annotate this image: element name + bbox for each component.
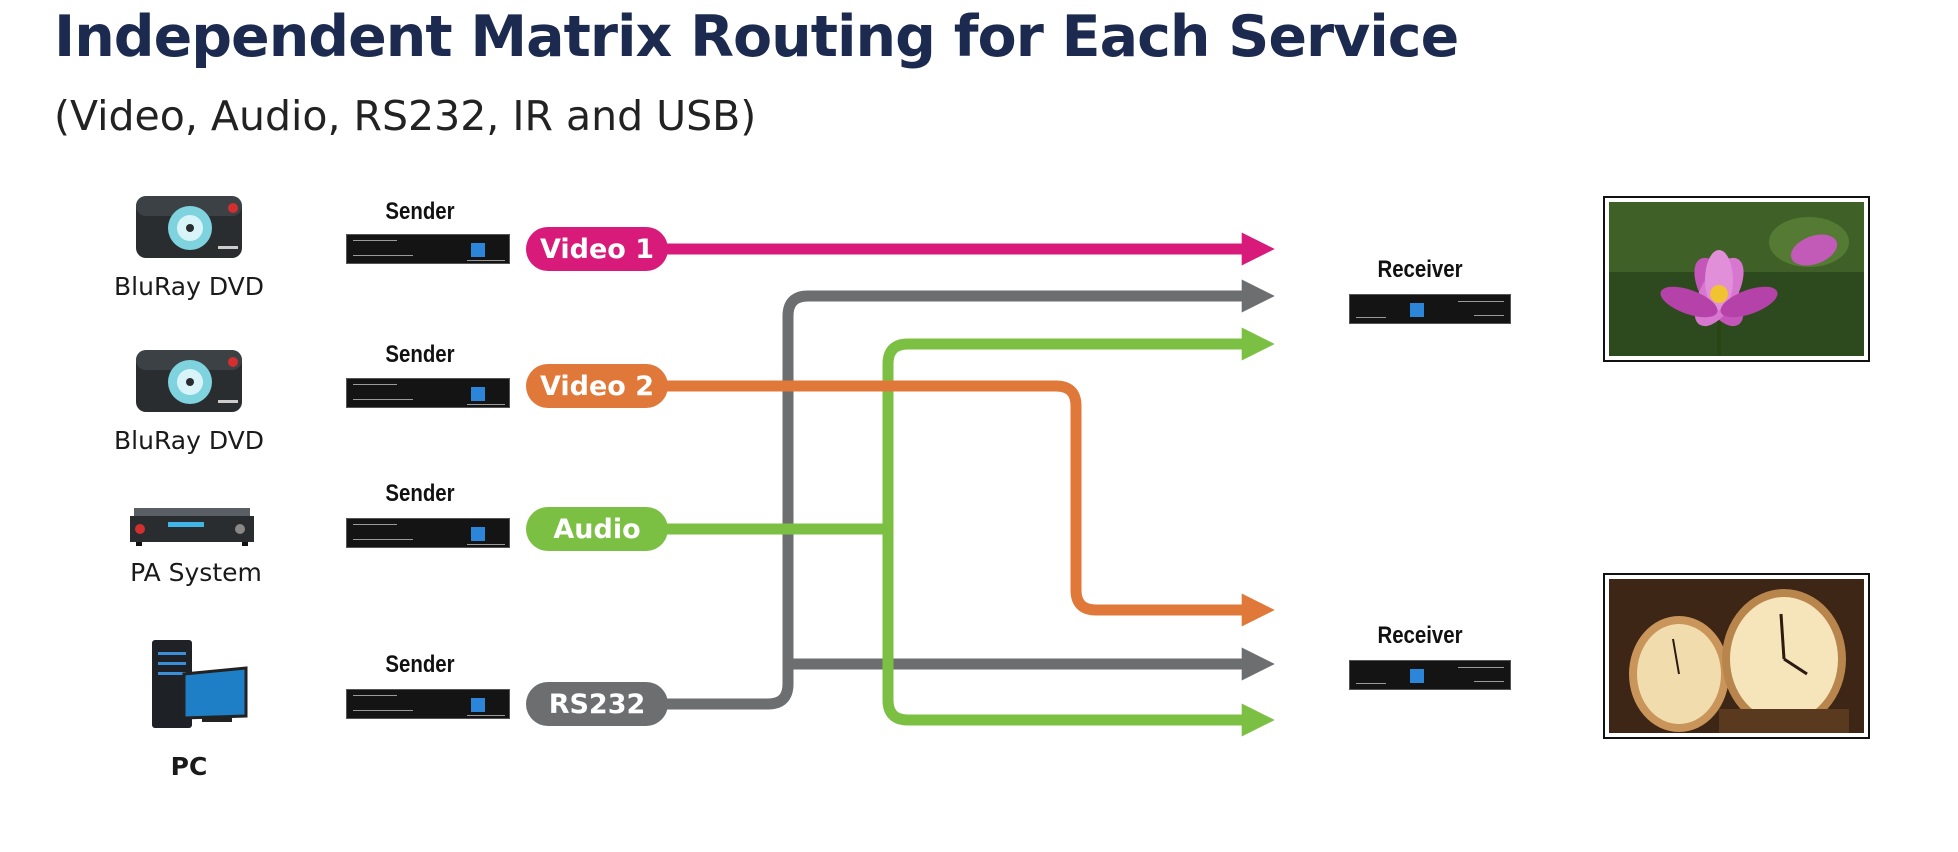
bluray-player-icon [134,348,244,414]
clock-image [1603,573,1870,739]
route-audio-receiver2 [882,529,1275,737]
service-pill-rs232: RS232 [526,682,668,726]
route-video2-receiver2 [660,380,1275,627]
page-title: Independent Matrix Routing for Each Serv… [54,4,1459,70]
source-label: BluRay DVD [114,272,264,301]
sender-label: Sender [385,341,455,368]
receiver-label: Receiver [1377,622,1463,649]
sender-device [346,689,510,719]
service-pill-video1: Video 1 [526,227,668,271]
source-label: PA System [130,558,262,587]
source-label: BluRay DVD [114,426,264,455]
lotus-flower-image [1603,196,1870,362]
sender-label: Sender [385,198,455,225]
source-label: PC [170,752,208,781]
receiver-device [1349,294,1511,324]
bluray-player-icon [134,194,244,260]
pc-icon [148,638,248,732]
receiver-label: Receiver [1377,256,1463,283]
sender-label: Sender [385,480,455,507]
sender-device [346,234,510,264]
service-pill-video2: Video 2 [526,364,668,408]
route-rs232-receiver1 [660,279,1275,710]
receiver-device [1349,660,1511,690]
service-pill-audio: Audio [526,507,668,551]
sender-device [346,378,510,408]
pa-system-icon [128,506,256,548]
page-subtitle: (Video, Audio, RS232, IR and USB) [54,92,757,140]
route-audio-receiver1 [660,327,1275,535]
sender-label: Sender [385,651,455,678]
sender-device [346,518,510,548]
